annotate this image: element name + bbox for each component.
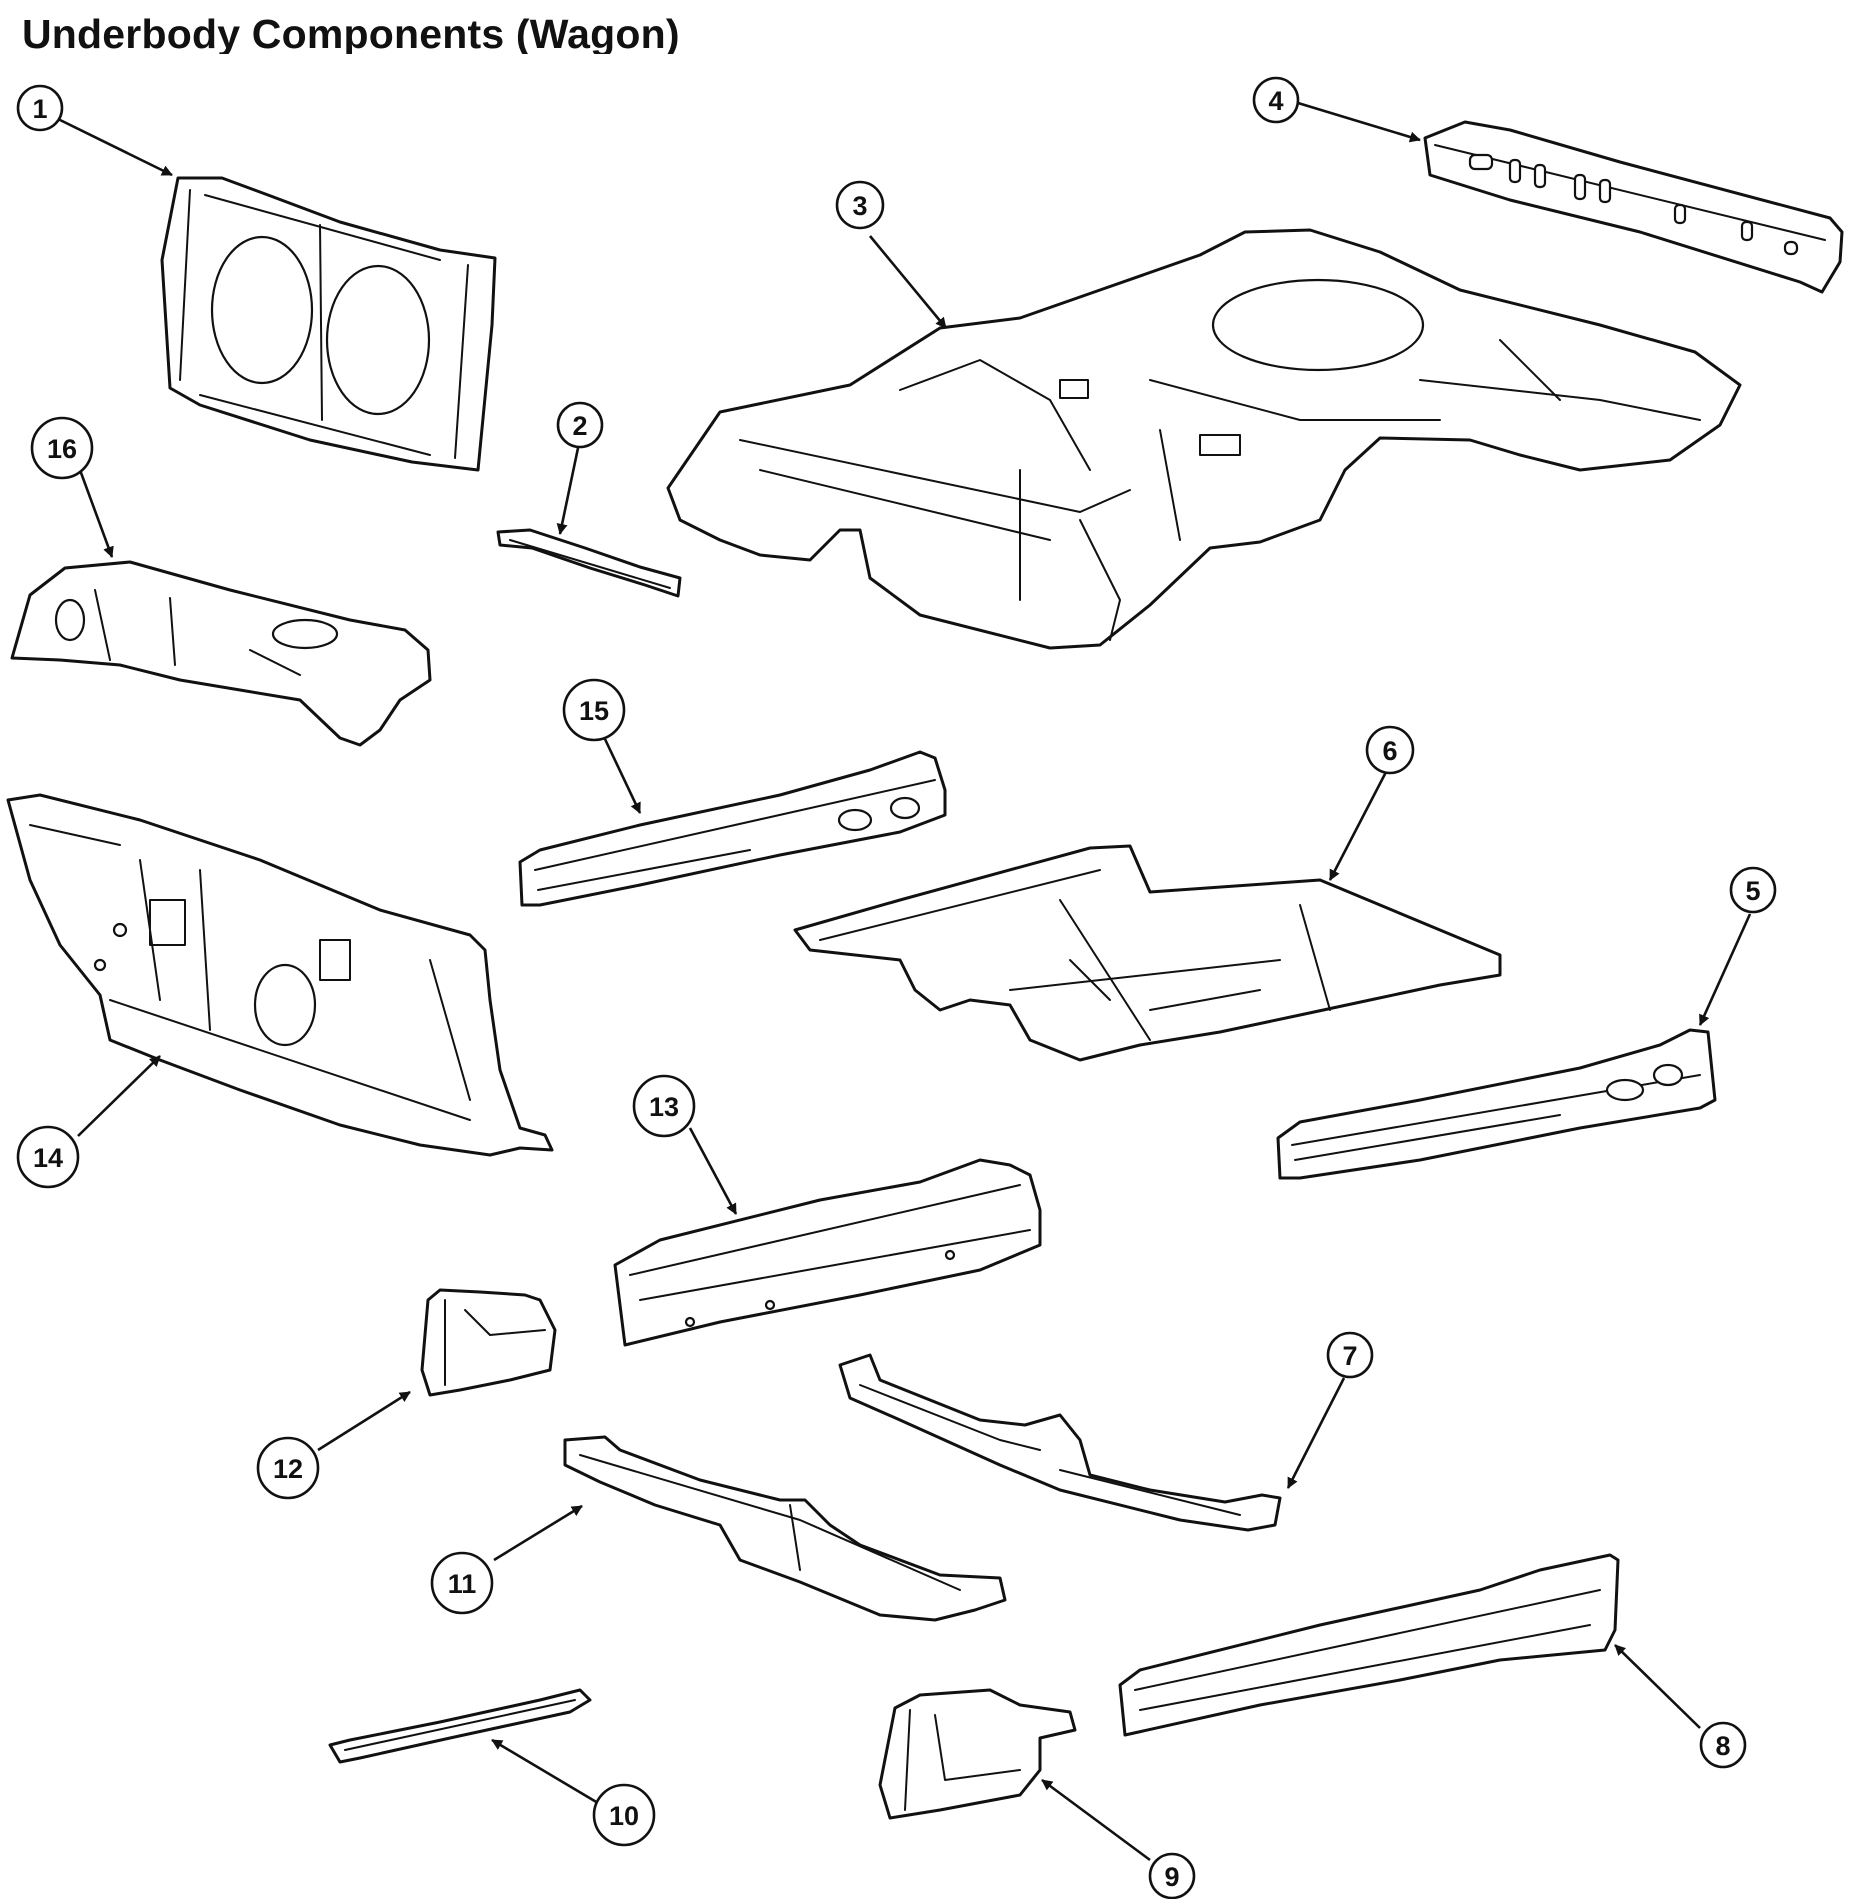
callout-15-circle xyxy=(562,678,626,742)
callout-6-label: 6 xyxy=(1382,736,1397,766)
callout-15: 15 xyxy=(562,678,626,742)
callout-14: 14 xyxy=(16,1125,80,1189)
callout-16: 16 xyxy=(30,416,94,480)
callout-16-circle xyxy=(30,416,94,480)
callout-11-circle xyxy=(430,1551,494,1615)
callout-6-circle xyxy=(1365,725,1415,775)
part-6-front-floor-pan xyxy=(793,844,1502,1062)
callout-13: 13 xyxy=(632,1074,696,1138)
leader-14 xyxy=(77,1055,161,1137)
part-13-rocker-panel xyxy=(613,1158,1042,1347)
part-1-radiator-support xyxy=(160,176,497,472)
callout-14-circle xyxy=(16,1125,80,1189)
part-10-strap xyxy=(328,1688,592,1764)
callout-1: 1 xyxy=(16,84,64,132)
leader-9 xyxy=(1041,1778,1151,1862)
callout-9-label: 9 xyxy=(1164,1862,1179,1892)
part-2-brace xyxy=(496,528,682,598)
leader-13 xyxy=(688,1127,738,1215)
callout-10-circle xyxy=(592,1783,656,1847)
callout-5-label: 5 xyxy=(1745,876,1760,906)
callout-6: 6 xyxy=(1365,725,1415,775)
callout-3-circle xyxy=(835,180,885,230)
part-14-dash-panel xyxy=(6,793,554,1157)
callout-12-circle xyxy=(256,1436,320,1500)
callout-13-label: 13 xyxy=(649,1092,679,1122)
callout-5: 5 xyxy=(1729,866,1777,914)
callout-2: 2 xyxy=(556,401,604,449)
callout-4-label: 4 xyxy=(1268,86,1283,116)
part-8-rocker xyxy=(1118,1553,1620,1737)
callout-10-label: 10 xyxy=(609,1801,639,1831)
callout-16-label: 16 xyxy=(47,434,77,464)
callout-2-circle xyxy=(556,401,604,449)
leader-5 xyxy=(1698,913,1752,1026)
callout-12-label: 12 xyxy=(273,1454,303,1484)
callout-12: 12 xyxy=(256,1436,320,1500)
callout-10: 10 xyxy=(592,1783,656,1847)
leader-11 xyxy=(493,1504,583,1562)
callout-9: 9 xyxy=(1148,1852,1196,1899)
leader-1 xyxy=(55,116,173,177)
leader-lines xyxy=(55,101,1752,1862)
callout-9-circle xyxy=(1148,1852,1196,1899)
callout-7: 7 xyxy=(1326,1331,1374,1379)
callout-7-circle xyxy=(1326,1331,1374,1379)
leader-8 xyxy=(1614,1644,1701,1729)
callout-14-label: 14 xyxy=(33,1143,63,1173)
part-4-rear-crossmember xyxy=(1423,120,1844,294)
part-11-frame-rail xyxy=(563,1435,1007,1622)
callout-2-label: 2 xyxy=(572,411,587,441)
callout-11-label: 11 xyxy=(448,1569,477,1599)
callout-8-label: 8 xyxy=(1715,1731,1730,1761)
part-3-rear-floor-pan xyxy=(666,228,1742,650)
leader-2 xyxy=(556,447,580,535)
leader-10 xyxy=(491,1738,599,1805)
callout-8-circle xyxy=(1699,1721,1747,1769)
callout-1-circle xyxy=(16,84,64,132)
leader-3 xyxy=(868,235,948,329)
callout-7-label: 7 xyxy=(1342,1341,1357,1371)
callout-8: 8 xyxy=(1699,1721,1747,1769)
callout-5-circle xyxy=(1729,866,1777,914)
callout-1-label: 1 xyxy=(32,94,47,124)
leader-7 xyxy=(1286,1377,1346,1489)
part-16-cowl-panel xyxy=(10,560,432,747)
callout-13-circle xyxy=(632,1074,696,1138)
callout-4-circle xyxy=(1252,76,1300,124)
part-12-bracket xyxy=(420,1288,557,1397)
callout-4: 4 xyxy=(1252,76,1300,124)
leader-15 xyxy=(602,736,642,814)
leader-4 xyxy=(1297,101,1421,143)
callout-15-label: 15 xyxy=(579,696,609,726)
callout-3: 3 xyxy=(835,180,885,230)
callout-3-label: 3 xyxy=(852,191,867,221)
leader-6 xyxy=(1328,771,1388,881)
part-15-frame-rail xyxy=(518,750,947,907)
leader-16 xyxy=(78,469,114,558)
callout-11: 11 xyxy=(430,1551,494,1615)
part-5-rail xyxy=(1276,1028,1717,1180)
part-7-crossmember xyxy=(838,1353,1282,1532)
diagram-title: Underbody Components (Wagon) xyxy=(22,11,680,54)
leader-12 xyxy=(317,1390,411,1452)
part-9-bracket xyxy=(878,1688,1077,1820)
